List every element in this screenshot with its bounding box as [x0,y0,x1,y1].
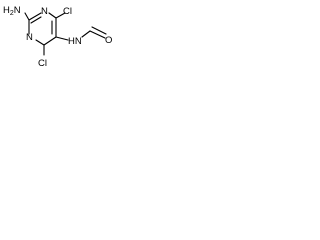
cl-top-label: Cl [63,6,72,17]
molecule-structure: H2N N Cl N HN O Cl [3,5,112,69]
bond-c5-c4 [43,36,57,46]
bond-n1-c6 [48,12,57,19]
atom-labels: H2N N Cl N HN O Cl [3,5,112,69]
bond-c4-n3 [35,39,45,46]
bond-c6-cl-top [55,12,66,19]
bond-c-o-double [91,26,107,35]
amide-nh-label: HN [68,36,82,47]
ring-n-upper-label: N [41,6,48,17]
bond-nh-c [81,30,91,38]
bond-c5-nh [55,36,69,41]
carbonyl-o-label: O [105,35,112,46]
bond-c2-n1 [28,12,42,21]
cl-bottom-label: Cl [38,58,47,69]
bond-c-o [89,30,106,39]
bonds [24,12,107,56]
bond-amine-c2 [24,12,30,21]
ring-n-lower-label: N [26,32,33,43]
bond-c2-n1-double [30,16,42,24]
amine-label: H2N [3,5,21,17]
